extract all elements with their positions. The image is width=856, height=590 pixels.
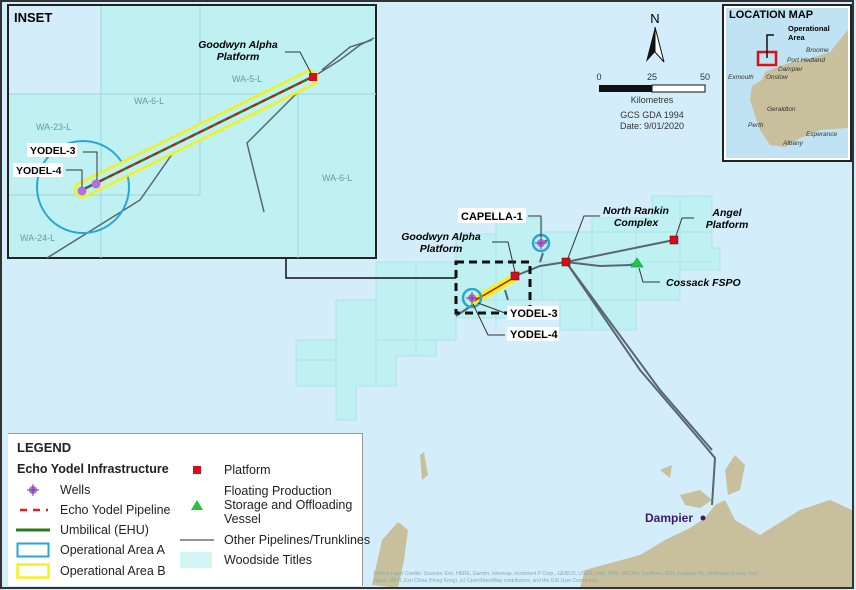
yellow-outline-box-icon [16, 563, 50, 579]
legend-item-echo-yodel-pipeline: Echo Yodel Pipeline [16, 502, 171, 518]
inset-title-wa-24-l: WA-24-L [20, 233, 55, 243]
location-map: LOCATION MAP Operational Area Broome Por… [722, 4, 852, 162]
inset-title-wa-6-l: WA-6-L [134, 96, 164, 106]
label-goodwyn-alpha: Goodwyn Alpha [401, 231, 481, 243]
legend-label: Floating Production Storage and Offloadi… [224, 484, 353, 526]
legend-label: Operational Area A [60, 543, 165, 557]
place-dampier: Dampier [778, 66, 803, 73]
place-exmouth: Exmouth [728, 74, 754, 81]
scale-unit: Kilometres [631, 95, 674, 105]
legend-item-woodside-titles: Woodside Titles [180, 552, 312, 568]
label-capella-1: CAPELLA-1 [461, 211, 523, 223]
legend-subtitle: Echo Yodel Infrastructure [17, 462, 169, 476]
inset-label-yodel-3: YODEL-3 [30, 145, 76, 157]
fpso-cossack-icon [630, 257, 644, 268]
inset-operational-area-a [36, 140, 130, 234]
label-goodwyn-platform: Platform [420, 243, 463, 255]
legend-label: Wells [60, 483, 91, 497]
well-crosshair-icon [27, 484, 39, 496]
inset-title-wa-23-l: WA-23-L [36, 122, 71, 132]
attribution-line-2: Japan, METI, Esri China (Hong Kong), (c)… [373, 578, 598, 584]
scale-tick-25: 25 [647, 72, 657, 82]
label-north-rankin-complex: Complex [614, 217, 660, 229]
legend-label: Umbilical (EHU) [60, 523, 149, 537]
scale-tick-50: 50 [700, 72, 710, 82]
place-albany: Albany [782, 140, 804, 147]
scale-tick-0: 0 [596, 72, 601, 82]
north-arrow-icon [646, 26, 665, 63]
label-yodel-4: YODEL-4 [510, 329, 559, 341]
place-port-hedland: Port Hedland [787, 57, 825, 64]
inset-map: WA-5-L WA-6-L WA-23-L WA-24-L WA-6-L INS… [7, 4, 377, 259]
label-yodel-3: YODEL-3 [510, 308, 558, 320]
red-square-icon [193, 466, 201, 474]
leader-lines [472, 215, 694, 336]
legend-item-operational-area-a: Operational Area A [16, 542, 165, 558]
label-cossack-fspo: Cossack FSPO [666, 277, 741, 289]
legend-label: Other Pipelines/Trunklines [224, 533, 371, 547]
land [372, 452, 852, 588]
place-geraldton: Geraldton [767, 106, 796, 113]
place-broome: Broome [806, 47, 829, 54]
inset-platform-goodwyn-icon [309, 73, 317, 81]
north-arrow-label: N [650, 11, 659, 26]
projection-label: GCS GDA 1994 [620, 110, 684, 120]
location-callout-area: Area [788, 33, 806, 42]
well-capella-icon [535, 237, 547, 249]
place-perth: Perth [748, 122, 764, 129]
inset-well-yodel-3-icon [91, 179, 101, 189]
inset-label-goodwyn-platform: Platform [217, 51, 260, 63]
well-yodel-icon [466, 292, 478, 304]
location-callout-operational: Operational [788, 24, 830, 33]
attribution-line-1: Service Layer Credits: Sources: Esri, HE… [373, 571, 757, 577]
place-esperance: Esperance [806, 131, 837, 138]
dampier-town-icon [700, 515, 706, 521]
legend-title: LEGEND [17, 440, 72, 455]
green-line-icon [16, 528, 50, 532]
location-map-title: LOCATION MAP [729, 9, 813, 21]
legend-item-umbilical: Umbilical (EHU) [16, 522, 149, 538]
label-dampier: Dampier [645, 511, 693, 525]
legend: LEGEND Echo Yodel Infrastructure Wells E… [8, 433, 370, 586]
legend-label: Platform [224, 463, 271, 477]
date-label: Date: 9/01/2020 [620, 121, 684, 131]
legend-item-other-pipelines: Other Pipelines/Trunklines [180, 532, 370, 548]
blue-outline-box-icon [16, 542, 50, 558]
inset-echo-yodel-pipeline [81, 77, 311, 191]
label-north-rankin: North Rankin [603, 205, 669, 217]
inset-title-wa-6-l-east: WA-6-L [322, 173, 352, 183]
operational-area-a-yodel [461, 287, 483, 309]
platform-goodwyn-icon [510, 271, 520, 281]
inset-label-yodel-4: YODEL-4 [16, 165, 62, 177]
grey-line-icon [180, 539, 214, 541]
legend-label: Operational Area B [60, 564, 166, 578]
legend-label: Woodside Titles [224, 553, 313, 567]
green-triangle-icon [191, 500, 203, 510]
inset-title: INSET [14, 10, 52, 25]
inset-extent-box [454, 260, 532, 315]
legend-item-operational-area-b: Operational Area B [16, 563, 166, 579]
inset-label-goodwyn-alpha: Goodwyn Alpha [198, 39, 278, 51]
place-onslow: Onslow [766, 74, 789, 81]
legend-item-wells: Wells [16, 482, 90, 498]
platform-angel-icon [669, 235, 679, 245]
legend-label: Echo Yodel Pipeline [60, 503, 171, 517]
cyan-fill-box-icon [180, 552, 212, 568]
red-dashed-line-icon [20, 508, 48, 512]
scale-bar [599, 84, 706, 93]
platform-north-rankin-icon [561, 257, 571, 267]
inset-well-yodel-4-icon [77, 186, 87, 196]
label-angel: Angel [711, 207, 742, 219]
inset-connector [285, 258, 456, 279]
legend-item-platform: Platform [180, 462, 271, 478]
inset-title-wa-5-l: WA-5-L [232, 74, 262, 84]
legend-item-fpso: Floating Production Storage and Offloadi… [180, 484, 354, 526]
label-angel-platform: Platform [706, 219, 749, 231]
